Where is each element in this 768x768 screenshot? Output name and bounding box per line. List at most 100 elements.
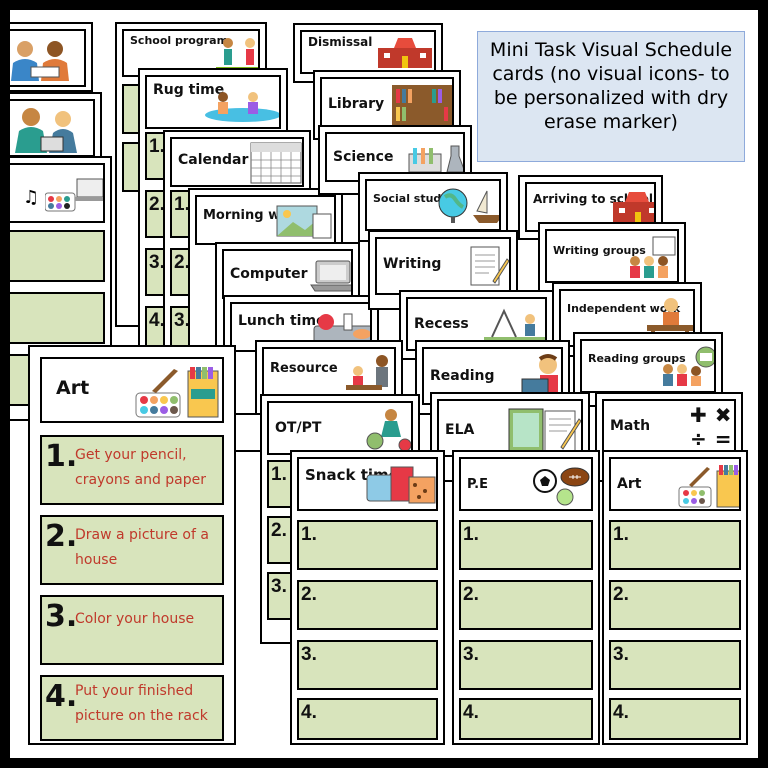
task-number: 2. <box>463 584 479 605</box>
card-header: Computer <box>222 249 353 299</box>
card-header <box>10 99 95 157</box>
card-collage: ♫ School program Rug time 1. 2. 3. 4. C <box>10 10 758 758</box>
task-number: 4. <box>613 702 629 723</box>
card-title: Art <box>617 476 642 492</box>
paint-crayons-icon <box>135 367 219 418</box>
task-number: 3. <box>301 644 317 665</box>
task-number: 4. <box>45 679 78 714</box>
task-slot[interactable]: 4. <box>609 698 741 740</box>
card-title: Art <box>56 377 90 399</box>
task-slot[interactable]: 1. <box>297 520 438 570</box>
task-number: 2. <box>149 194 165 215</box>
book-writing-icon <box>508 408 581 452</box>
card-header: Calendar <box>170 137 304 187</box>
card-header: Writing groups <box>545 229 679 283</box>
card-writing: Writing <box>368 230 518 310</box>
task-number: 3. <box>45 599 78 634</box>
card-title: Dismissal <box>308 35 373 49</box>
task-slot[interactable]: 2. <box>609 580 741 630</box>
task-slot[interactable] <box>10 292 105 344</box>
card-title: Social studies <box>373 192 460 205</box>
card-title: Lunch time <box>238 313 326 329</box>
card-title: School program <box>130 34 229 47</box>
task-text: Color your house <box>75 611 195 627</box>
task-text: Draw a picture of a house <box>75 527 209 568</box>
task-text: Get your pencil, crayons and paper <box>75 447 207 488</box>
card-header: Snack time <box>297 457 438 511</box>
task-slot[interactable]: 4. <box>297 698 438 740</box>
card-art-blank: Art 1. 2. 3. 4. <box>602 450 748 745</box>
caption-text: Mini Task Visual Schedule cards (no visu… <box>489 39 733 133</box>
snack-foods-icon <box>366 466 436 504</box>
morning-work-picture <box>276 205 332 239</box>
task-slot[interactable]: 1. <box>609 520 741 570</box>
laptop-icon <box>310 260 351 292</box>
kids-reading-picture <box>11 41 69 81</box>
card-header <box>10 29 86 87</box>
card-title: P.E <box>467 477 488 492</box>
card-header: Math ✚✖÷= <box>602 399 736 457</box>
task-slot[interactable]: 4. Put your finished picture on the rack <box>40 675 224 741</box>
task-number: 1. <box>463 524 479 545</box>
globe-ship-icon <box>438 188 499 223</box>
card-header: Social studies <box>365 179 501 231</box>
task-slot[interactable]: 2. Draw a picture of a house <box>40 515 224 585</box>
math-operators-icon: ✚✖÷= <box>690 403 732 451</box>
task-number: 3. <box>149 252 165 273</box>
task-slot[interactable] <box>10 230 105 282</box>
card-title: Science <box>333 149 394 165</box>
task-slot[interactable]: 1. Get your pencil, crayons and paper <box>40 435 224 505</box>
school-building-icon <box>378 38 432 68</box>
card-title: Writing groups <box>553 244 646 257</box>
resource-picture <box>346 355 388 390</box>
card-header: Art <box>40 357 224 423</box>
science-lab-icon <box>408 145 463 173</box>
task-number: 1. <box>613 524 629 545</box>
pencil-paper-icon <box>470 246 509 286</box>
task-number: 3. <box>613 644 629 665</box>
card-title: Rug time <box>153 82 225 98</box>
ot-pt-picture <box>366 409 411 452</box>
card-header: Rug time <box>145 75 281 129</box>
card-writing-groups: Writing groups <box>538 222 686 292</box>
card-header: Art <box>609 457 741 511</box>
card-title: Writing <box>383 256 442 272</box>
task-slot[interactable]: 3. <box>297 640 438 690</box>
rug-time-picture <box>205 92 279 122</box>
task-slot[interactable]: 2. <box>459 580 593 630</box>
task-slot[interactable]: 3. <box>459 640 593 690</box>
task-number: 3. <box>174 310 190 331</box>
card-header: OT/PT <box>267 401 413 455</box>
card-header: P.E <box>459 457 593 511</box>
task-number: 2. <box>613 584 629 605</box>
task-number: 3. <box>271 576 287 597</box>
card-pe: P.E 1. 2. 3. 4. <box>452 450 600 745</box>
task-number: 1. <box>271 464 287 485</box>
card-title: Independent work <box>567 302 681 315</box>
card-title: Math <box>610 418 651 434</box>
task-slot[interactable]: 2. <box>297 580 438 630</box>
task-slot[interactable]: 3. Color your house <box>40 595 224 665</box>
card-header: Dismissal <box>300 30 436 74</box>
task-slot[interactable]: 1. <box>459 520 593 570</box>
card-title: Reading <box>430 368 495 384</box>
task-number: 1. <box>174 194 190 215</box>
card-header: Morning work <box>195 195 336 245</box>
music-note-icon: ♫ <box>23 187 40 208</box>
card-header: Library <box>320 77 454 131</box>
card-art-example: Art 1. Get your pencil, crayons and pape… <box>28 345 236 745</box>
reading-groups-picture <box>663 346 714 386</box>
writing-groups-picture <box>630 236 676 278</box>
card-title: Computer <box>230 266 308 282</box>
card-header: Reading groups <box>580 339 716 393</box>
card-header: ♫ <box>10 163 105 223</box>
playground-picture <box>484 308 545 343</box>
task-slot[interactable]: 4. <box>459 698 593 740</box>
card-partial-kids <box>10 22 93 92</box>
card-header: ELA <box>437 399 583 457</box>
task-number: 1. <box>301 524 317 545</box>
task-slot[interactable]: 3. <box>609 640 741 690</box>
paint-laptop-picture <box>45 178 103 212</box>
card-partial-music: ♫ <box>10 156 112 421</box>
